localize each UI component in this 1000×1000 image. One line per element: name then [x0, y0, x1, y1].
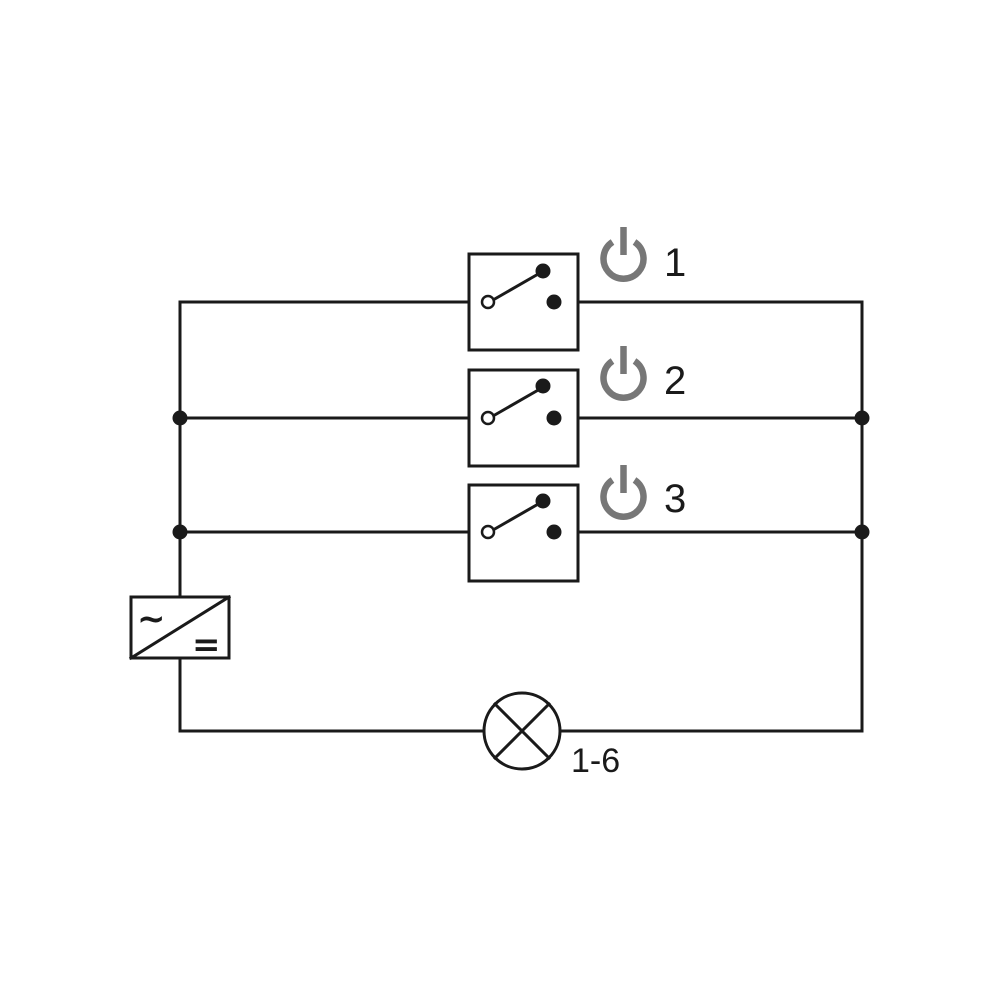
switch-3: [467, 483, 580, 583]
switch-contact-output: [546, 524, 562, 540]
switch-contact-top: [535, 263, 551, 279]
ac-dc-converter: ~ =: [128, 594, 232, 665]
switch-1: [467, 252, 580, 352]
lamp-label: 1-6: [571, 742, 620, 780]
switch-contact-open: [480, 410, 496, 426]
junction-node: [172, 410, 188, 426]
switch-2: [467, 368, 580, 468]
switch-2-label: 2: [664, 359, 686, 403]
switch-lever: [490, 270, 543, 303]
switch-lever: [490, 386, 543, 419]
power-icon: [600, 346, 647, 401]
power-icon: [600, 227, 647, 282]
converter-diagonal: [128, 594, 232, 661]
junction-node: [172, 524, 188, 540]
switch-contact-top: [535, 493, 551, 509]
switch-lever: [490, 500, 543, 533]
switch-1-label: 1: [664, 241, 686, 285]
switch-contact-output: [546, 294, 562, 310]
switch-contact-top: [535, 378, 551, 394]
switch-3-label: 3: [664, 477, 686, 521]
switch-contact-open: [480, 524, 496, 540]
switch-contact-output: [546, 410, 562, 426]
dc-symbol: =: [192, 625, 221, 665]
switch-contact-open: [480, 294, 496, 310]
ac-symbol: ~: [137, 599, 166, 639]
junction-node: [854, 524, 870, 540]
lamp-icon: [482, 691, 562, 771]
power-icon: [600, 465, 647, 520]
junction-node: [854, 410, 870, 426]
